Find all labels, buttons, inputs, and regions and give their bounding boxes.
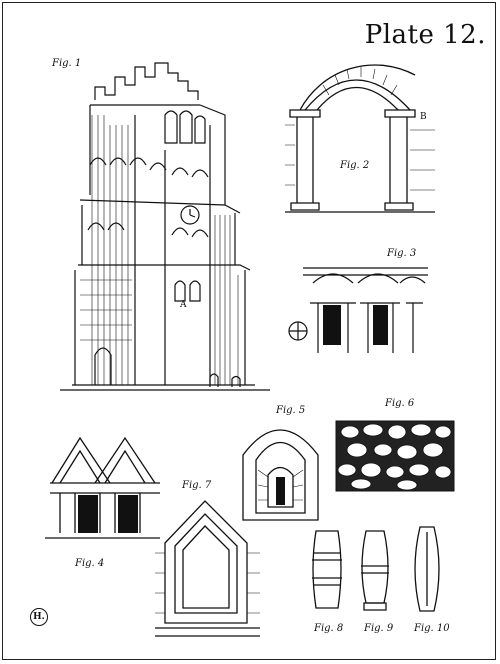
fig2-label: Fig. 2: [340, 160, 370, 171]
fig7-label: Fig. 7: [182, 480, 212, 491]
fig2-arch-drawing: [285, 55, 435, 215]
fig10-baluster-drawing: [412, 524, 442, 614]
artist-monogram: H.: [30, 608, 48, 626]
fig5-splayed-window-drawing: [238, 415, 323, 523]
fig9-baluster-drawing: [358, 528, 392, 613]
fig1-label: Fig. 1: [52, 58, 82, 69]
fig10-label: Fig. 10: [414, 623, 450, 634]
fig3-label: Fig. 3: [387, 248, 417, 259]
fig8-label: Fig. 8: [314, 623, 344, 634]
fig8-baluster-drawing: [310, 528, 344, 613]
fig3-window-drawing: [288, 263, 433, 363]
fig4-openings-drawing: [40, 433, 165, 548]
fig6-label: Fig. 6: [385, 398, 415, 409]
fig6-masonry-drawing: [335, 420, 455, 492]
fig1-tower-drawing: [60, 55, 270, 400]
fig2-marker-b: B: [420, 112, 427, 122]
fig1-marker-a: A: [180, 300, 187, 310]
plate-title: Plate 12.: [364, 20, 486, 50]
fig4-label: Fig. 4: [75, 558, 105, 569]
fig9-label: Fig. 9: [364, 623, 394, 634]
plate-border: [2, 2, 496, 660]
fig7-gable-window-drawing: [155, 498, 260, 638]
fig5-label: Fig. 5: [276, 405, 306, 416]
